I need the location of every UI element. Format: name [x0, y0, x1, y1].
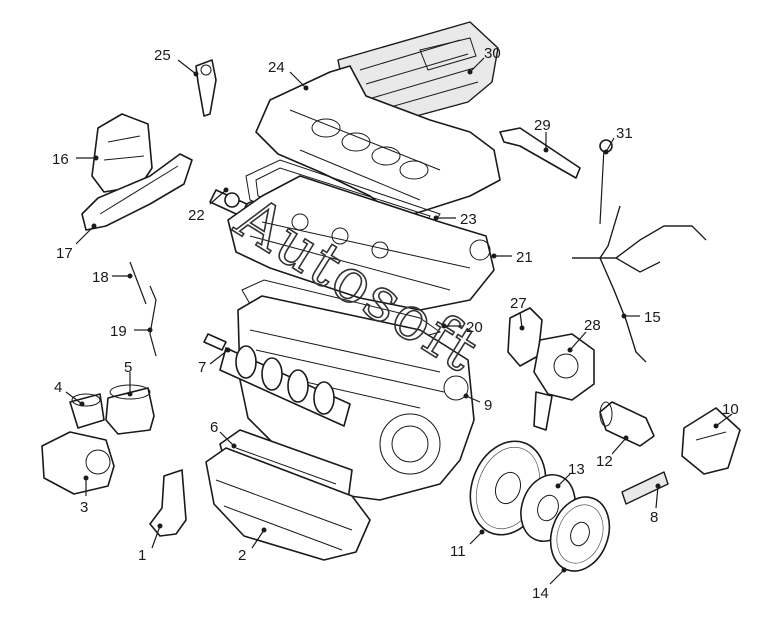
callout-labels: 1 2 3 4 5 6 7 8 9 10 11 12 13 14 15 16 1… — [52, 45, 739, 602]
callout-15: 15 — [644, 309, 661, 326]
part-dipstick — [129, 261, 147, 305]
callout-29: 29 — [534, 117, 551, 134]
part-water-pump — [533, 333, 595, 431]
part-coolant-hoses — [572, 205, 707, 363]
callout-11: 11 — [450, 543, 466, 560]
callout-27: 27 — [510, 295, 527, 312]
part-crankshaft — [203, 333, 351, 427]
callout-19: 19 — [110, 323, 127, 340]
part-oil-cooler — [41, 431, 115, 495]
callout-3: 3 — [80, 499, 88, 516]
callout-17: 17 — [56, 245, 73, 262]
callout-24: 24 — [268, 59, 285, 76]
part-bracket — [149, 469, 187, 537]
part-mount-bracket — [81, 153, 193, 231]
callout-30: 30 — [484, 45, 501, 62]
part-engine-block — [237, 295, 475, 501]
callout-25: 25 — [154, 47, 171, 64]
callout-8: 8 — [650, 509, 658, 526]
part-starter-motor — [599, 401, 655, 447]
callout-22: 22 — [188, 207, 205, 224]
part-sensor — [599, 147, 605, 225]
callout-5: 5 — [124, 359, 132, 376]
part-pressure-plate — [549, 496, 611, 572]
callout-13: 13 — [568, 461, 585, 478]
part-alternator-bracket — [681, 407, 741, 475]
callout-7: 7 — [198, 359, 206, 376]
callout-16: 16 — [52, 151, 69, 168]
callout-1: 1 — [138, 547, 146, 564]
callout-6: 6 — [210, 419, 218, 436]
callout-28: 28 — [584, 317, 601, 334]
callout-9: 9 — [484, 397, 492, 414]
callout-21: 21 — [516, 249, 533, 266]
part-ignition-coil — [195, 59, 217, 117]
part-mounting-plate — [621, 471, 669, 505]
part-oil-pan — [205, 447, 371, 561]
part-valve-cover — [255, 65, 501, 219]
callout-14: 14 — [532, 585, 549, 602]
part-cylinder-head — [227, 175, 495, 311]
callout-4: 4 — [54, 379, 62, 396]
part-dipstick-tube — [149, 285, 157, 357]
callout-2: 2 — [238, 547, 246, 564]
callout-23: 23 — [460, 211, 477, 228]
part-coolant-pipe — [499, 127, 581, 179]
part-oil-filter-housing — [69, 393, 105, 429]
callout-18: 18 — [92, 269, 109, 286]
callout-31: 31 — [616, 125, 633, 142]
callout-leaders — [65, 57, 733, 585]
callout-20: 20 — [466, 319, 483, 336]
callout-12: 12 — [596, 453, 613, 470]
callout-10: 10 — [722, 401, 739, 418]
